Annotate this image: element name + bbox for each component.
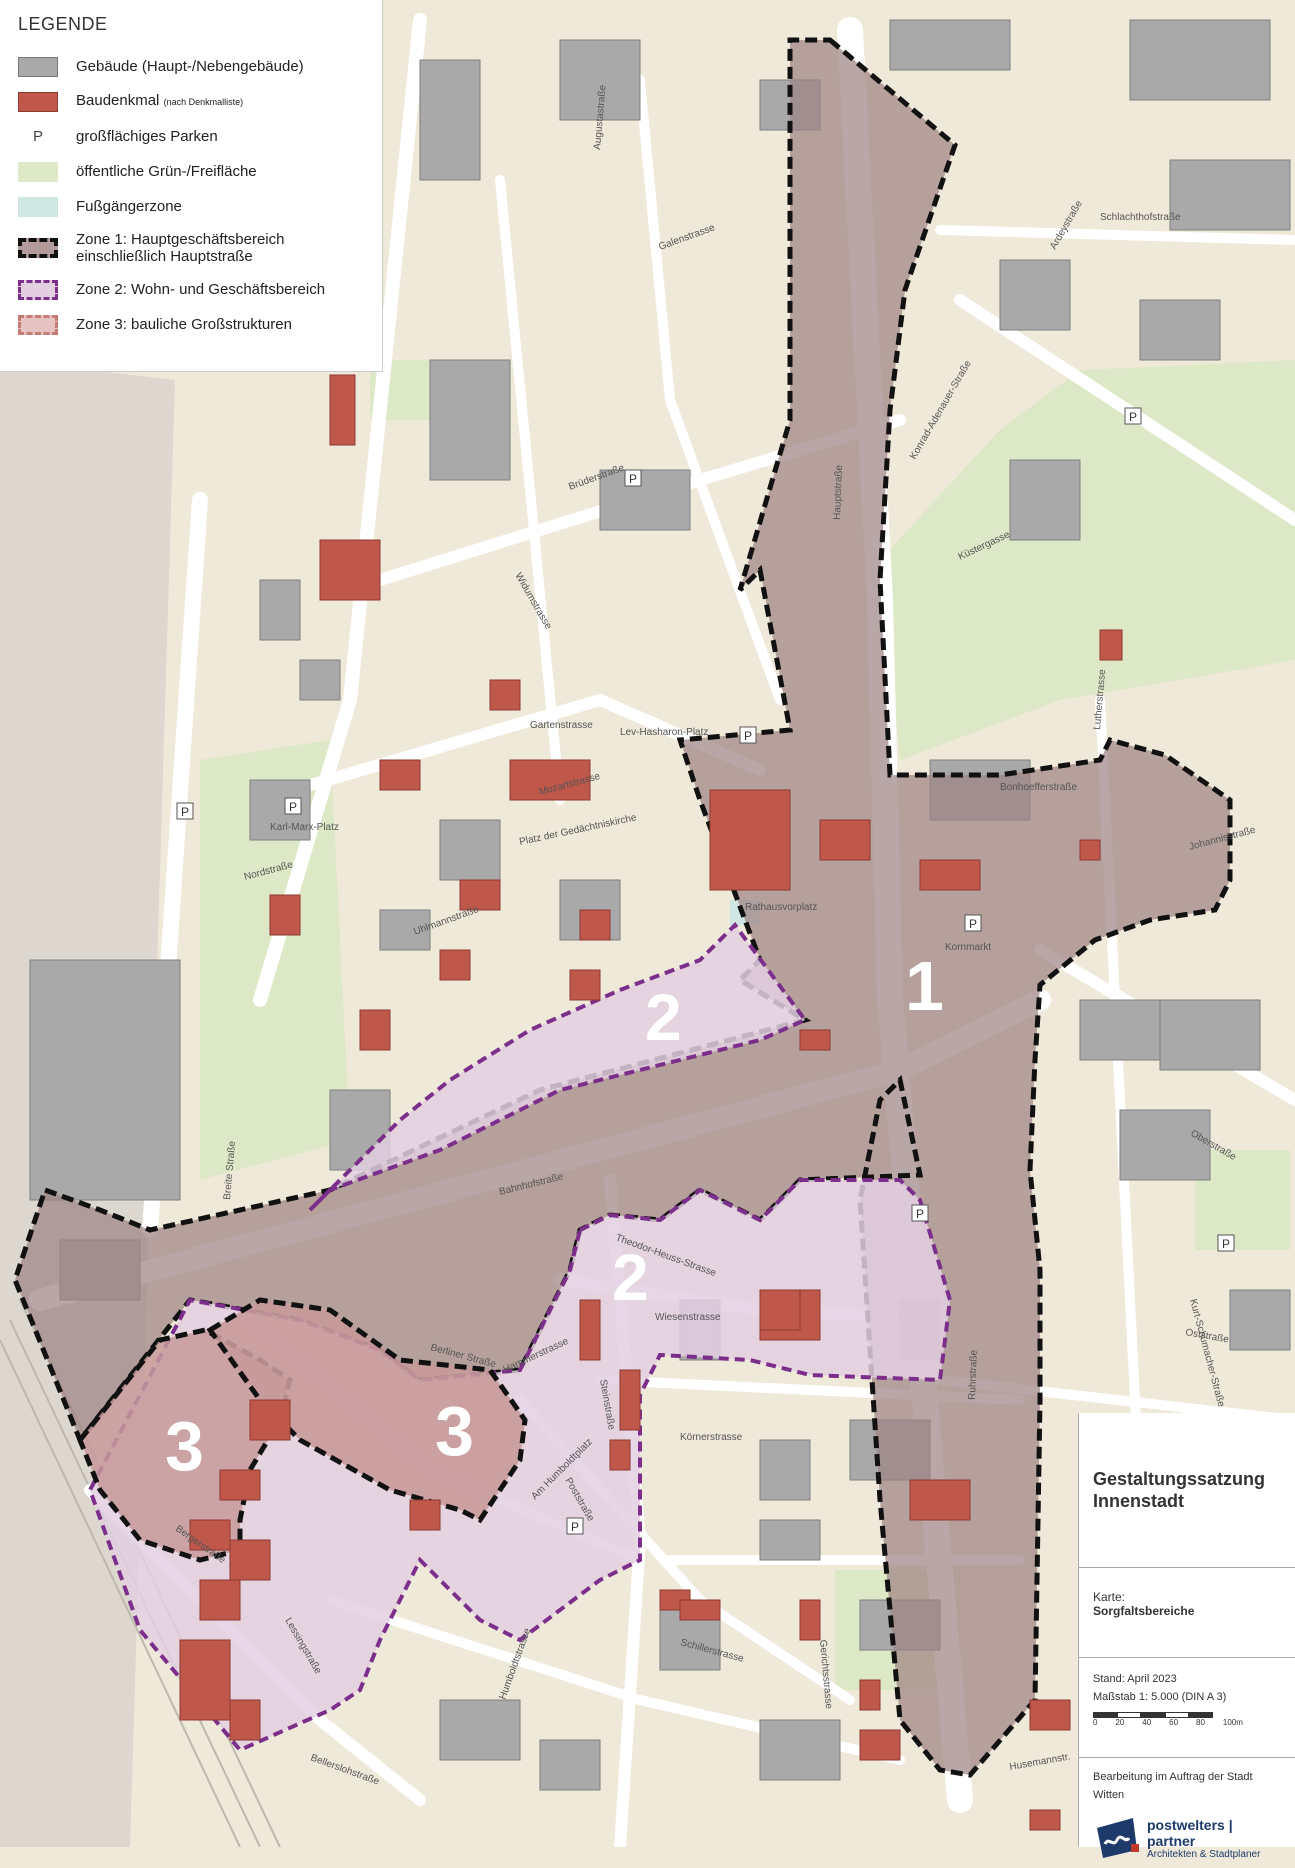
svg-text:P: P bbox=[744, 729, 752, 743]
scale-text: Maßstab 1: 5.000 (DIN A 3) bbox=[1093, 1691, 1227, 1703]
title-block: Gestaltungssatzung Innenstadt Karte: Sor… bbox=[1078, 1413, 1295, 1860]
parking-marker: P bbox=[1124, 407, 1142, 425]
svg-text:P: P bbox=[571, 1520, 579, 1534]
legend-title: LEGENDE bbox=[18, 14, 108, 34]
parking-marker: P bbox=[176, 802, 194, 820]
svg-text:Körnerstrasse: Körnerstrasse bbox=[680, 1432, 743, 1443]
zone-3-number: 3 bbox=[435, 1392, 474, 1470]
svg-text:Galenstrasse: Galenstrasse bbox=[657, 222, 717, 253]
svg-text:Kornmarkt: Kornmarkt bbox=[945, 942, 991, 953]
svg-text:Konrad-Adenauer-Straße: Konrad-Adenauer-Straße bbox=[908, 358, 974, 461]
legend-label: großflächiges Parken bbox=[76, 128, 218, 145]
svg-text:P: P bbox=[916, 1207, 924, 1221]
building-swatch-icon bbox=[18, 56, 58, 77]
legend-label: Fußgängerzone bbox=[76, 198, 182, 215]
svg-text:Kurt-Schumacher-Straße: Kurt-Schumacher-Straße bbox=[1187, 1298, 1227, 1409]
svg-text:P: P bbox=[289, 800, 297, 814]
postwelters-logo-icon bbox=[1097, 1818, 1139, 1858]
scale-ticks: 0 20 40 60 80 100m bbox=[1093, 1718, 1243, 1727]
legend-label: Zone 3: bauliche Großstrukturen bbox=[76, 316, 292, 333]
commission-note: Bearbeitung im Auftrag der Stadt Witten bbox=[1093, 1771, 1253, 1801]
svg-text:Bonhoefferstraße: Bonhoefferstraße bbox=[1000, 782, 1078, 793]
monuments bbox=[179, 374, 1123, 1831]
legend-item-building: Gebäude (Haupt-/Nebengebäude) bbox=[18, 49, 364, 84]
svg-text:Schlachthofstraße: Schlachthofstraße bbox=[1100, 212, 1181, 223]
legend-item-zone1: Zone 1: Hauptgeschäftsbereich einschließ… bbox=[18, 224, 364, 272]
zone-3-area-east bbox=[206, 1297, 528, 1524]
green-swatch-icon bbox=[18, 161, 58, 182]
svg-text:Karl-Marx-Platz: Karl-Marx-Platz bbox=[270, 822, 339, 833]
firm-subtitle: Architekten & Stadtplaner bbox=[1147, 1848, 1261, 1860]
plan-title: Gestaltungssatzung Innenstadt bbox=[1093, 1469, 1266, 1511]
svg-text:P: P bbox=[181, 805, 189, 819]
legend-panel: LEGENDE Gebäude (Haupt-/Nebengebäude) Ba… bbox=[0, 0, 383, 372]
svg-text:P: P bbox=[1222, 1237, 1230, 1251]
zone3-swatch-icon bbox=[18, 314, 58, 335]
svg-text:Platz der Gedächtniskirche: Platz der Gedächtniskirche bbox=[518, 812, 638, 848]
svg-text:Gartenstrasse: Gartenstrasse bbox=[530, 720, 593, 731]
svg-text:Lutherstrasse: Lutherstrasse bbox=[1092, 669, 1108, 731]
legend-item-green: öffentliche Grün-/Freifläche bbox=[18, 154, 364, 189]
legend-label: Zone 1: Hauptgeschäftsbereich einschließ… bbox=[76, 231, 285, 265]
pedestrian-swatch-icon bbox=[18, 196, 58, 217]
zone-numbers: 1 2 2 3 3 bbox=[165, 947, 944, 1485]
parking-marker: P bbox=[911, 1204, 929, 1222]
legend-item-parking: P großflächiges Parken bbox=[18, 119, 364, 154]
svg-text:Hauptstraße: Hauptstraße bbox=[832, 464, 845, 520]
zone-2-area-north bbox=[308, 921, 809, 1212]
parking-marker: P bbox=[284, 797, 302, 815]
svg-text:Husemannstr.: Husemannstr. bbox=[1009, 1751, 1072, 1773]
legend-item-pedestrian: Fußgängerzone bbox=[18, 189, 364, 224]
zone-2-number: 2 bbox=[645, 980, 682, 1054]
parking-swatch-icon: P bbox=[32, 127, 43, 145]
parking-markers: P P P P P P P P P bbox=[176, 407, 1235, 1535]
map-label: Karte: bbox=[1093, 1590, 1126, 1604]
zone2-swatch-icon bbox=[18, 279, 58, 300]
parking-marker: P bbox=[739, 726, 757, 744]
legend-item-zone3: Zone 3: bauliche Großstrukturen bbox=[18, 307, 364, 342]
svg-text:Ruhrstraße: Ruhrstraße bbox=[967, 1349, 980, 1400]
status-date: Stand: April 2023 bbox=[1093, 1673, 1177, 1685]
map-name: Sorgfaltsbereiche bbox=[1093, 1604, 1195, 1618]
svg-text:P: P bbox=[969, 917, 977, 931]
svg-text:Rathausvorplatz: Rathausvorplatz bbox=[745, 902, 817, 913]
legend-label: Gebäude (Haupt-/Nebengebäude) bbox=[76, 58, 304, 75]
legend-note: (nach Denkmalliste) bbox=[163, 97, 244, 107]
legend-label: Baudenkmal bbox=[76, 92, 160, 109]
svg-text:P: P bbox=[629, 472, 637, 486]
zone-2-number: 2 bbox=[612, 1240, 649, 1314]
svg-text:Breite Straße: Breite Straße bbox=[222, 1140, 238, 1200]
parking-marker: P bbox=[964, 914, 982, 932]
scale-bar-icon bbox=[1093, 1712, 1281, 1718]
legend-item-zone2: Zone 2: Wohn- und Geschäftsbereich bbox=[18, 272, 364, 307]
svg-text:Widumstrasse: Widumstrasse bbox=[512, 571, 553, 632]
svg-text:Lev-Hasharon-Platz: Lev-Hasharon-Platz bbox=[620, 727, 708, 738]
zone-3-number: 3 bbox=[165, 1407, 204, 1485]
legend-label: Zone 2: Wohn- und Geschäftsbereich bbox=[76, 281, 326, 298]
legend-label: öffentliche Grün-/Freifläche bbox=[76, 163, 257, 180]
parking-marker: P bbox=[566, 1517, 584, 1535]
svg-text:Ardeystraße: Ardeystraße bbox=[1048, 198, 1085, 251]
firm-name: postwelters | partner bbox=[1147, 1816, 1233, 1849]
monument-swatch-icon bbox=[18, 91, 58, 112]
zone-1-number: 1 bbox=[905, 947, 944, 1025]
zone1-swatch-icon bbox=[18, 238, 58, 258]
parking-marker: P bbox=[624, 469, 642, 487]
svg-text:Wiesenstrasse: Wiesenstrasse bbox=[655, 1312, 721, 1323]
parking-marker: P bbox=[1217, 1234, 1235, 1252]
legend-item-monument: Baudenkmal (nach Denkmalliste) bbox=[18, 84, 364, 119]
firm-logo: postwelters | partner Architekten & Stad… bbox=[1079, 1808, 1295, 1868]
zone-3-area-west bbox=[77, 1327, 293, 1563]
svg-text:P: P bbox=[1129, 410, 1137, 424]
